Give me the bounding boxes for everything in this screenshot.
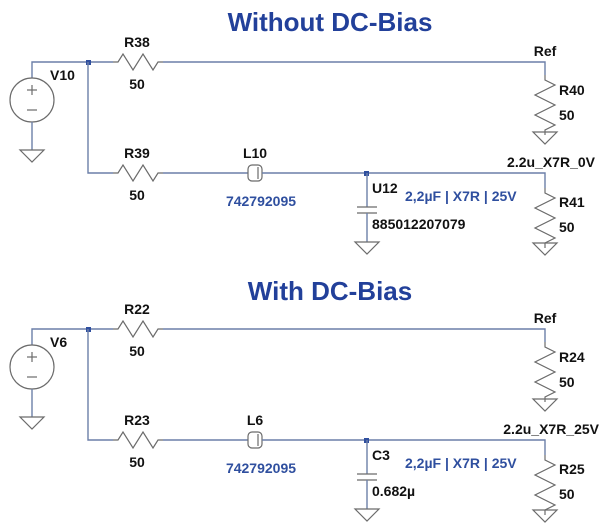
inductor-icon — [247, 164, 263, 182]
resistor-label: R23 — [124, 412, 150, 428]
resistor-label: R38 — [124, 34, 150, 50]
voltage-source-icon — [9, 344, 55, 390]
capacitor-icon — [356, 206, 378, 214]
inductor-part: 742792095 — [226, 460, 296, 476]
resistor-label: R41 — [559, 194, 585, 210]
resistor-value: 50 — [129, 343, 145, 359]
capacitor-icon — [356, 473, 378, 481]
wire — [262, 439, 546, 455]
capacitor-spec: 2,2µF | X7R | 25V — [405, 455, 517, 471]
resistor-label: R24 — [559, 349, 585, 365]
wire — [31, 328, 113, 345]
ground-icon — [19, 149, 45, 163]
capacitor-spec: 2,2µF | X7R | 25V — [405, 188, 517, 204]
inductor-part: 742792095 — [226, 193, 296, 209]
wire — [163, 61, 546, 75]
resistor-icon — [112, 320, 164, 338]
resistor-icon — [534, 341, 556, 403]
ground-icon — [354, 241, 380, 255]
resistor-label: R25 — [559, 461, 585, 477]
resistor-icon — [112, 431, 164, 449]
inductor-label: L6 — [247, 412, 264, 428]
ground-icon — [354, 508, 380, 522]
resistor-value: 50 — [559, 107, 575, 123]
capacitor-label: C3 — [372, 447, 390, 463]
circuit-with-dc-bias: With DC-Bias V6 R22 50 Ref R24 50 R23 50… — [9, 276, 600, 523]
wire — [87, 329, 113, 441]
source-label: V10 — [50, 67, 75, 83]
resistor-label: R39 — [124, 145, 150, 161]
resistor-icon — [534, 454, 556, 516]
resistor-value: 50 — [129, 454, 145, 470]
resistor-icon — [112, 53, 164, 71]
capacitor-value: 0.682µ — [372, 483, 415, 499]
resistor-label: R40 — [559, 82, 585, 98]
capacitor-label: U12 — [372, 180, 398, 196]
capacitor-value: 885012207079 — [372, 216, 466, 232]
resistor-icon — [534, 74, 556, 136]
net-label: 2.2u_X7R_0V — [507, 154, 596, 170]
circuit-title: Without DC-Bias — [228, 7, 433, 37]
resistor-value: 50 — [559, 486, 575, 502]
voltage-source-icon — [9, 77, 55, 123]
net-label: Ref — [534, 43, 557, 59]
resistor-value: 50 — [559, 374, 575, 390]
wire — [163, 328, 546, 342]
resistor-value: 50 — [559, 219, 575, 235]
resistor-value: 50 — [129, 76, 145, 92]
circuit-without-dc-bias: Without DC-Bias V10 R38 50 Ref R40 50 R3… — [9, 7, 596, 256]
net-label: Ref — [534, 310, 557, 326]
resistor-icon — [534, 187, 556, 249]
wire — [87, 62, 113, 174]
inductor-icon — [247, 431, 263, 449]
ground-icon — [19, 416, 45, 430]
resistor-icon — [112, 164, 164, 182]
wire — [262, 172, 546, 188]
inductor-label: L10 — [243, 145, 267, 161]
net-label: 2.2u_X7R_25V — [503, 421, 599, 437]
resistor-value: 50 — [129, 187, 145, 203]
resistor-label: R22 — [124, 301, 150, 317]
source-label: V6 — [50, 334, 67, 350]
circuit-title: With DC-Bias — [248, 276, 412, 306]
